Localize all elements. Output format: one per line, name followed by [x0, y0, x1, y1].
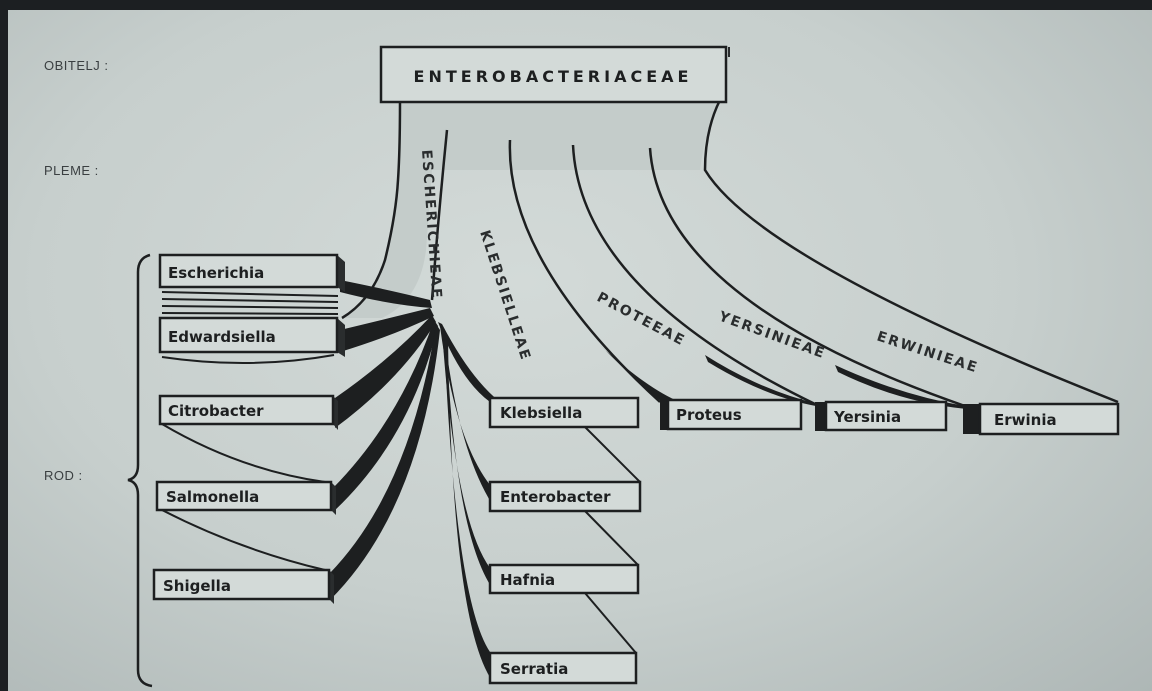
family-box: ENTEROBACTERIACEAE [379, 45, 730, 104]
branch-citrobacter [335, 315, 436, 428]
genus-box-proteus: Proteus [660, 398, 803, 431]
tribe-label-klebsielleae: KLEBSIELLEAE [476, 228, 533, 363]
branch-escherichia [340, 280, 432, 308]
genus-box-edwardsiella: Edwardsiella [158, 316, 345, 357]
family-name: ENTEROBACTERIACEAE [414, 67, 693, 86]
genus-box-shigella: Shigella [152, 568, 334, 604]
genus-box-escherichia: Escherichia [158, 253, 345, 292]
tribe-line-klebsielleae [508, 139, 661, 403]
branch-edwardsiella [340, 308, 434, 352]
taper-hafnia [584, 592, 637, 654]
taxonomy-diagram: OBITELJ : PLEME : ROD : ENTEROBACTERIACE… [44, 45, 1120, 688]
genus-label-hafnia: Hafnia [500, 571, 555, 589]
level-label-tribe: PLEME : [44, 163, 99, 178]
genus-box-erwinia: Erwinia [963, 402, 1120, 436]
genus-label-erwinia: Erwinia [994, 411, 1057, 429]
genus-box-salmonella: Salmonella [155, 480, 336, 515]
genus-label-edwardsiella: Edwardsiella [168, 328, 276, 346]
level-label-genus: ROD : [44, 468, 83, 483]
diagram-page: OBITELJ : PLEME : ROD : ENTEROBACTERIACE… [8, 10, 1152, 691]
tribe-label-erwinieae: ERWINIEAE [875, 329, 981, 377]
genus-box-hafnia: Hafnia [488, 563, 640, 595]
tribe-label-proteeae: PROTEEAE [594, 289, 688, 349]
genus-box-klebsiella: Klebsiella [488, 396, 640, 429]
branch-klebsiella [438, 322, 500, 402]
taper-klebsiella [584, 426, 641, 483]
genus-stack-lines [161, 291, 339, 315]
genus-label-serratia: Serratia [500, 660, 568, 678]
genus-label-klebsiella: Klebsiella [500, 404, 582, 422]
genus-label-escherichia: Escherichia [168, 264, 264, 282]
genus-label-citrobacter: Citrobacter [168, 402, 264, 420]
taper-lines-left [161, 354, 335, 571]
genus-box-yersinia: Yersinia [815, 400, 948, 432]
genus-box-enterobacter: Enterobacter [488, 480, 642, 513]
tribe-line-proteeae [571, 144, 816, 406]
branch-salmonella [333, 320, 438, 512]
genus-label-enterobacter: Enterobacter [500, 488, 611, 506]
genus-label-salmonella: Salmonella [166, 488, 259, 506]
branch-enterobacter [440, 326, 496, 510]
level-label-family: OBITELJ : [44, 58, 108, 73]
genus-label-shigella: Shigella [163, 577, 231, 595]
genus-label-proteus: Proteus [676, 406, 742, 424]
branch-shigella [330, 324, 440, 600]
family-connector [342, 100, 720, 318]
genus-label-yersinia: Yersinia [833, 408, 901, 426]
genus-box-citrobacter: Citrobacter [158, 394, 338, 430]
genus-box-serratia: Serratia [488, 651, 638, 685]
tribe-line-escherichieae [430, 129, 449, 301]
tribe-line-yersinieae [648, 147, 966, 408]
genus-bracket [127, 253, 153, 688]
taper-enterobacter [584, 510, 639, 566]
